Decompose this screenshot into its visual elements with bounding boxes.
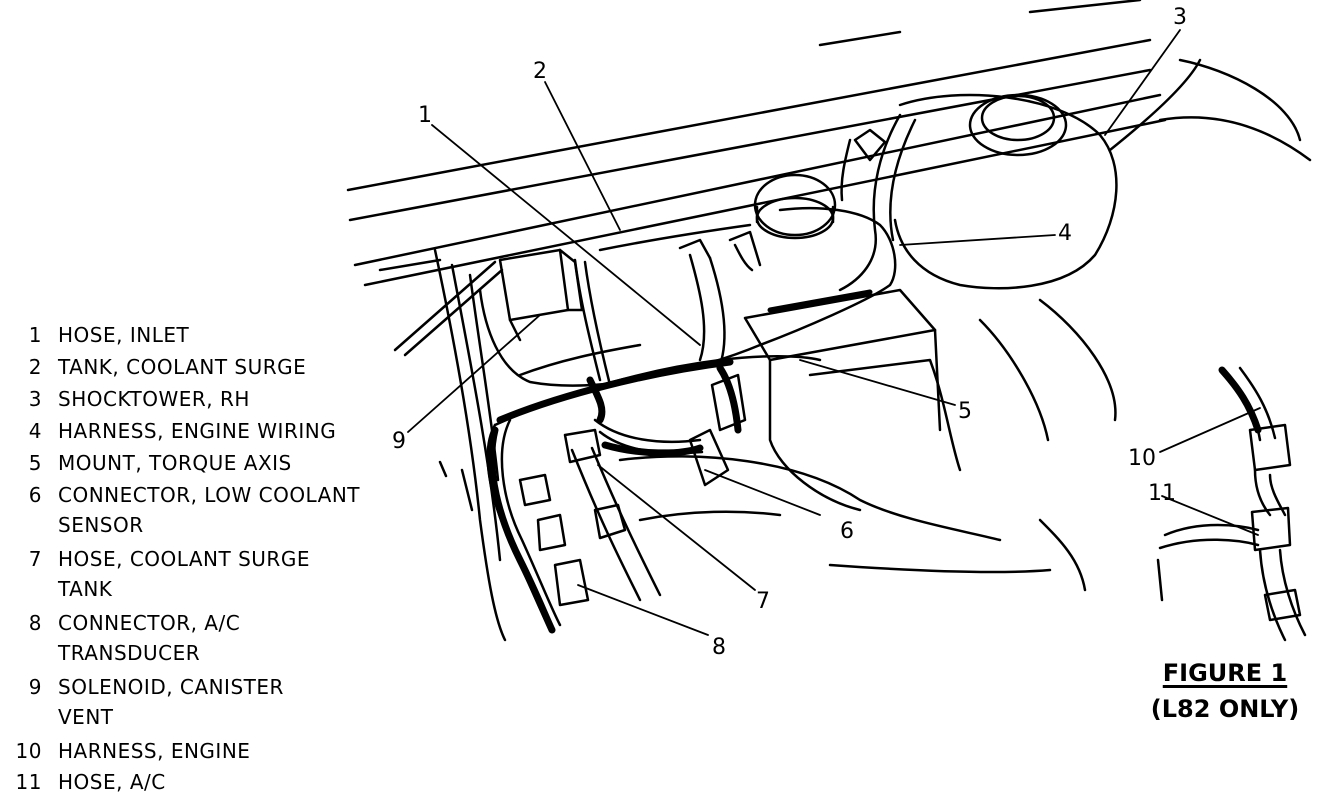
callout-3: 3 [1173,5,1187,30]
callout-2: 2 [533,59,547,84]
figure-caption: FIGURE 1 (L82 ONLY) [1120,655,1328,727]
callout-8: 8 [712,635,726,660]
engine-lower-lines [618,455,1052,574]
hood-edge-lines [346,0,1167,287]
figure-subtitle: (L82 ONLY) [1150,695,1300,723]
legend-number: 10 [15,739,42,763]
ac-hose [563,428,662,602]
legend-description: MOUNT, TORQUE AXIS [58,451,292,475]
legend-number: 3 [28,387,42,411]
callout-6: 6 [840,519,854,544]
legend-number: 7 [28,547,42,571]
legend-description: TANK, COOLANT SURGE [58,355,307,379]
legend-description: CONNECTOR, LOW COOLANT [58,483,361,507]
ac-transducer-connector [518,473,590,607]
inlet-hose [678,230,762,367]
callout-1: 1 [418,103,432,128]
heavy-wiring [488,358,1262,634]
wiring-harness-right [838,113,917,292]
legend-description: SOLENOID, CANISTER [58,675,284,699]
callout-7: 7 [756,589,770,614]
legend-number: 6 [28,483,42,507]
legend-description-continued: VENT [58,705,114,729]
shocktower [893,58,1312,592]
harness-center [573,258,612,387]
legend-description: SHOCKTOWER, RH [58,387,250,411]
callout-10: 10 [1128,446,1156,471]
legend-description-continued: TRANSDUCER [58,641,201,665]
legend-number: 2 [28,355,42,379]
legend-description: HOSE, COOLANT SURGE [58,547,310,571]
leader-lines [407,29,1261,636]
legend-number: 11 [15,770,42,794]
legend-description: CONNECTOR, A/C [58,611,241,635]
legend-description: HARNESS, ENGINE WIRING [58,419,337,443]
legend-number: 4 [28,419,42,443]
callout-numbers: 1 2 3 4 5 6 7 8 9 10 11 [392,5,1187,660]
coolant-surge-tank [478,206,897,387]
legend-number: 1 [28,323,42,347]
legend-description: HOSE, A/C [58,770,166,794]
legend-number: 9 [28,675,42,699]
callout-9: 9 [392,429,406,454]
torque-axis-mount [743,288,962,512]
callout-4: 4 [1058,221,1072,246]
callout-5: 5 [958,399,972,424]
legend-description: HARNESS, ENGINE [58,739,251,763]
surge-tank-cap [753,173,837,240]
callout-11: 11 [1148,481,1176,506]
canister-vent-solenoid [393,248,584,357]
legend-description-continued: TANK [58,577,113,601]
legend-number: 8 [28,611,42,635]
figure-title: FIGURE 1 [1162,659,1288,687]
parts-legend: 1 HOSE, INLET 2 TANK, COOLANT SURGE 3 SH… [0,0,380,802]
legend-description: HOSE, INLET [58,323,190,347]
fender-left-lines [433,248,507,642]
legend-number: 5 [28,451,42,475]
legend-description-continued: SENSOR [58,513,144,537]
